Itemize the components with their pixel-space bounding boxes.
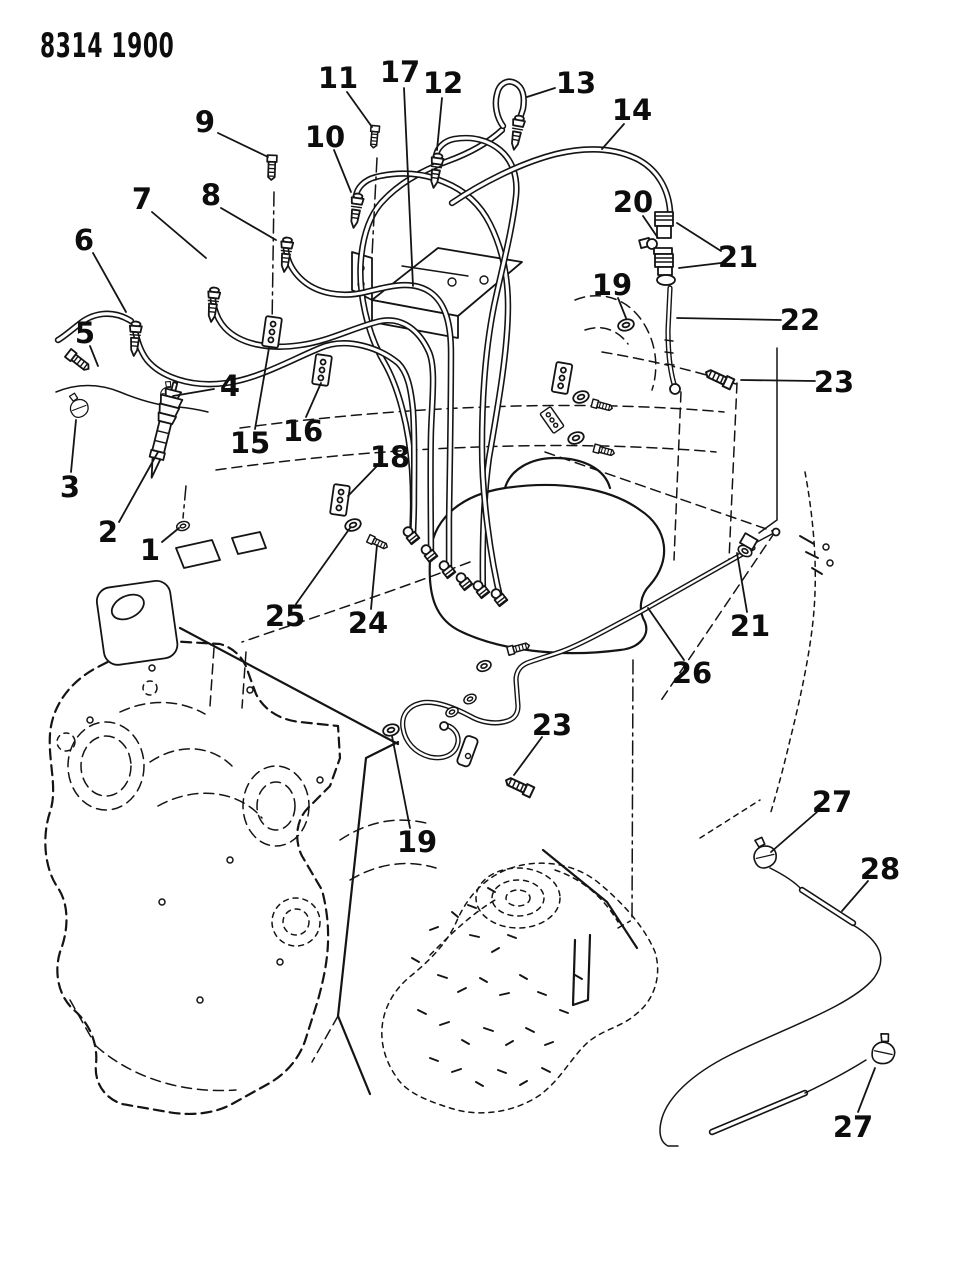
leader-line-24 [370,544,378,610]
leader-line-28 [841,880,869,912]
clip-15 [261,315,283,349]
leader-line-17 [403,87,414,287]
bolt-23 [702,366,736,391]
reference-lines [541,347,817,950]
leader-line-5 [89,345,99,367]
callout-27: 27 [833,1110,873,1144]
callout-21: 21 [730,609,770,643]
injector-assembly [140,379,192,533]
figure-number: 8314 1900 [40,26,250,66]
leader-line-7 [151,211,207,259]
throttle-cable [659,834,901,1147]
leader-line-15 [254,347,270,430]
leader-line-27 [857,1067,876,1113]
callout-15: 15 [230,426,270,460]
leader-line-1 [161,527,180,543]
leader-line-3 [70,419,77,473]
callout-23: 23 [532,708,572,742]
leader-line-21 [676,222,722,252]
washer-19 [615,316,637,334]
callout-18: 18 [370,440,410,474]
leader-line-20 [642,215,659,239]
leader-line-21 [736,552,748,613]
clamp-3 [65,389,92,420]
leader-line-18 [347,465,378,497]
leader-line-8 [220,207,277,241]
leader-line-9 [217,132,269,158]
cable-clamp-27a [749,834,779,871]
callout-6: 6 [74,223,94,257]
callout-19: 19 [592,268,632,302]
callout-19: 19 [397,825,437,859]
leader-line-2 [118,451,159,523]
figure-number-text: 8314 1900 [40,26,175,66]
callout-10: 10 [305,120,345,154]
leader-line-19 [391,735,411,829]
callout-7: 7 [132,182,152,216]
leader-line-11 [346,91,373,128]
washer-1 [174,519,192,533]
callout-11: 11 [318,61,358,95]
leader-line-12 [436,97,443,151]
callout-21: 21 [718,240,758,274]
callout-3: 3 [60,470,80,504]
callout-28: 28 [860,852,900,886]
cable-clamp-27b [868,1030,901,1068]
callout-8: 8 [201,178,221,212]
callout-2: 2 [98,515,118,549]
leader-line-23 [740,379,816,382]
callout-5: 5 [75,316,95,350]
screw-24 [365,533,390,552]
bolt-9 [265,154,278,181]
leader-line-10 [333,149,352,193]
leader-line-27 [770,811,818,853]
callout-9: 9 [195,105,215,139]
callout-4: 4 [220,369,240,403]
leader-line-16 [305,382,322,418]
leader-line-22 [676,317,782,321]
bolt-5 [64,348,93,374]
leader-line-4 [172,388,215,397]
callout-23: 23 [814,365,854,399]
callout-13: 13 [556,66,596,100]
callout-24: 24 [348,606,388,640]
clip-18 [329,483,351,517]
leader-line-13 [526,87,556,98]
fasteners-and-clips [64,124,736,799]
overflow-fitting-and-tube-22 [638,211,681,395]
nozzle-10 [346,191,366,230]
callout-1: 1 [140,533,160,567]
washer-25 [342,516,364,534]
callout-16: 16 [283,414,323,448]
callout-14: 14 [612,93,652,127]
callout-26: 26 [672,656,712,690]
leader-line-26 [647,607,685,661]
clip-16 [311,353,333,387]
engine-block-outline [44,531,400,1116]
leader-line-23 [513,736,543,776]
washer-19b [380,721,402,739]
nozzle-13 [507,113,527,152]
injection-pump [381,862,659,1114]
callout-25: 25 [265,599,305,633]
valve-cover [55,384,666,655]
fuel-line-26-fittings [439,527,781,768]
leader-line-25 [295,527,351,605]
callout-27: 27 [812,785,852,819]
leader-line-21 [678,262,722,269]
leader-line-19 [617,297,627,319]
bolt-11 [368,124,381,149]
bolt-23b [502,774,536,799]
callout-17: 17 [380,55,420,89]
leader-line-14 [601,123,625,150]
callout-22: 22 [780,303,820,337]
callout-12: 12 [423,66,463,100]
callout-20: 20 [613,185,653,219]
leader-line-6 [92,252,127,313]
